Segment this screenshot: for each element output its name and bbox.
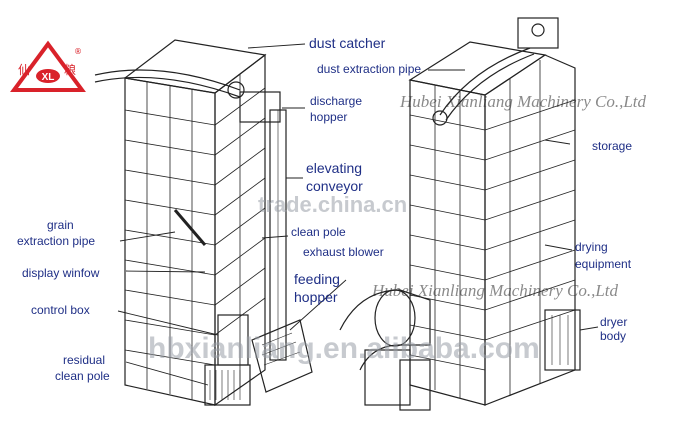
label-grain: grain <box>47 218 74 232</box>
label-storage: storage <box>592 139 633 153</box>
label-elevating: elevating <box>306 160 363 176</box>
label-dryer-body: body <box>600 329 627 343</box>
watermark-site-alibaba: hbxianliang.en.alibaba.com <box>148 332 540 365</box>
leader-lines <box>117 43 599 386</box>
label-discharge: discharge <box>310 94 363 108</box>
label-residual-clean-pole: clean pole <box>55 369 110 383</box>
logo-mark: XL <box>42 72 55 83</box>
label-dust-extraction-pipe: dust extraction pipe <box>317 62 422 76</box>
right-dryer-tower <box>339 17 581 411</box>
logo-registered-mark: ® <box>74 47 82 56</box>
label-display-window: display winfow <box>22 266 100 280</box>
label-dryer: dryer <box>600 315 628 329</box>
watermark-company-top: Hubei Xianliang Machinery Co.,Ltd <box>400 92 647 111</box>
label-dust-catcher: dust catcher <box>309 35 386 51</box>
label-grain-extraction-pipe: extraction pipe <box>17 234 96 248</box>
company-logo: XL 仙 粮 ® <box>8 40 88 100</box>
logo-left-char: 仙 <box>18 63 30 77</box>
label-feeding-hopper: hopper <box>294 289 338 305</box>
watermark-site-trade: trade.china.cn <box>258 192 408 217</box>
watermark-company-bottom: Hubei Xianliang Machinery Co.,Ltd <box>372 281 619 300</box>
label-drying-equipment: equipment <box>575 257 632 271</box>
logo-badge <box>36 69 60 83</box>
left-dryer-tower <box>94 39 313 407</box>
label-exhaust-blower: exhaust blower <box>303 245 384 259</box>
label-discharge-hopper: hopper <box>310 110 348 124</box>
logo-graphic: XL 仙 粮 ® <box>10 40 86 92</box>
logo-right-char: 粮 <box>64 62 76 77</box>
label-residual: residual <box>63 353 106 367</box>
label-clean-pole: clean pole <box>291 225 346 239</box>
label-control-box: control box <box>31 303 90 317</box>
label-elevating-conveyor: conveyor <box>306 178 363 194</box>
logo-triangle <box>10 40 86 92</box>
label-drying: drying <box>575 240 608 254</box>
label-feeding: feeding <box>294 271 340 287</box>
